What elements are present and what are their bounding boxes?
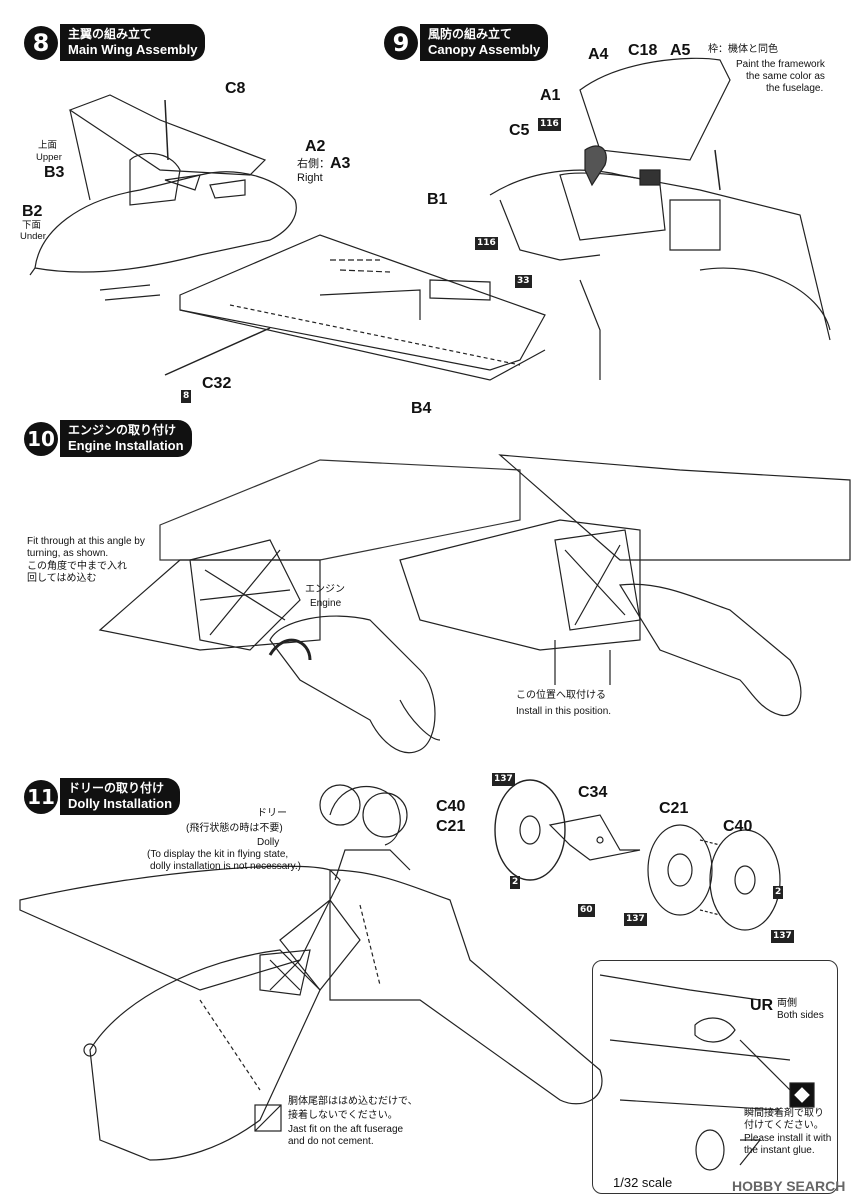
part-c40-right: C40	[723, 818, 753, 835]
step-8-number: 8	[24, 26, 58, 60]
dolly-note-jp: (飛行状態の時は不要)	[186, 823, 283, 834]
instant-glue-drawing	[789, 1082, 815, 1108]
both-sides-jp: 両側	[777, 998, 797, 1009]
paint-code-33: 33	[515, 275, 532, 288]
upper-label-en: Upper	[36, 152, 62, 163]
part-a4: A4	[588, 46, 609, 63]
paint-code-137-c: 137	[771, 930, 794, 943]
step9-canopy-drawing	[489, 57, 831, 380]
aft-note-jp-2: 接着しないでください。	[288, 1110, 398, 1121]
part-b3: B3	[44, 164, 65, 181]
engine-label-en: Engine	[310, 598, 342, 609]
step10-engine-left-drawing	[98, 459, 521, 754]
part-c18: C18	[628, 42, 658, 59]
paint-code-116-a: 116	[538, 118, 561, 131]
paint-code-8: 8	[181, 390, 192, 403]
paint-code-2-a: 2	[510, 876, 521, 889]
dolly-note-en-1: (To display the kit in flying state,	[147, 849, 289, 860]
part-c32: C32	[202, 375, 232, 392]
fit-note-en-2: turning, as shown.	[27, 548, 109, 559]
dolly-note-en-2: dolly installation is not necessary.)	[150, 861, 301, 872]
under-label-jp: 下面	[22, 220, 42, 231]
step-9-title: 風防の組み立て Canopy Assembly	[420, 24, 549, 61]
part-a5: A5	[670, 42, 691, 59]
part-c8: C8	[225, 80, 246, 97]
right-side-label-en: Right	[297, 172, 323, 184]
part-b4: B4	[411, 400, 432, 417]
inset-drawing	[599, 974, 791, 1171]
part-c40-left: C40	[436, 798, 466, 815]
aft-note-en-1: Jast fit on the aft fuserage	[288, 1124, 404, 1135]
fit-note-jp-1: この角度で中まで入れ	[27, 561, 127, 572]
paint-code-2-b: 2	[773, 886, 784, 899]
step-10-title: エンジンの取り付け Engine Installation	[60, 420, 192, 457]
dolly-label-jp: ドリー	[257, 808, 287, 819]
part-b1: B1	[427, 191, 448, 208]
step-11-title: ドリーの取り付け Dolly Installation	[60, 778, 181, 815]
part-a3: A3	[330, 155, 351, 172]
part-c21-left: C21	[436, 818, 466, 835]
part-b2: B2	[22, 203, 43, 220]
paint-code-137-a: 137	[492, 773, 515, 786]
framework-note-en-3: the fuselage.	[766, 83, 824, 94]
step11-aircraft-drawing	[19, 784, 603, 1161]
no-cement-drawing	[254, 1104, 282, 1132]
part-a2: A2	[305, 138, 326, 155]
paint-code-137-b: 137	[624, 913, 647, 926]
aft-note-en-2: and do not cement.	[288, 1136, 374, 1147]
glue-note-jp-2: 付けてください。	[744, 1120, 824, 1131]
paint-code-116-b: 116	[475, 237, 498, 250]
part-c5: C5	[509, 122, 530, 139]
part-c34: C34	[578, 784, 608, 801]
glue-note-jp-1: 瞬間接着剤で取り	[744, 1108, 824, 1119]
part-ur: UR	[750, 997, 774, 1014]
fit-note-jp-2: 回してはめ込む	[27, 573, 97, 584]
paint-code-60: 60	[578, 904, 595, 917]
framework-note-jp: 枠：機体と同色	[708, 44, 778, 55]
glue-note-en-1: Please install it with	[744, 1133, 832, 1144]
framework-note-en-2: the same color as	[746, 71, 825, 82]
upper-label-jp: 上面	[38, 140, 58, 151]
both-sides-en: Both sides	[777, 1010, 824, 1021]
engine-label-jp: エンジン	[305, 584, 345, 595]
step-10-number: 10	[24, 422, 58, 456]
part-c21-right: C21	[659, 800, 689, 817]
inset-panel	[592, 960, 838, 1194]
step11-dolly-parts-drawing	[494, 779, 781, 931]
watermark: HOBBY SEARCH	[732, 1178, 846, 1194]
dolly-label-en: Dolly	[257, 837, 280, 848]
step8-wing-drawing	[164, 234, 546, 381]
aft-note-jp-1: 胴体尾部ははめ込むだけで、	[288, 1096, 418, 1107]
step10-engine-right-drawing	[399, 454, 851, 717]
step-9-number: 9	[384, 26, 418, 60]
part-a1: A1	[540, 87, 561, 104]
step8-fuselage-drawing	[29, 94, 297, 301]
install-note-en: Install in this position.	[516, 706, 612, 717]
install-note-jp: この位置へ取付ける	[516, 690, 606, 701]
framework-note-en-1: Paint the framework	[736, 59, 825, 70]
step-11-number: 11	[24, 780, 58, 814]
under-label-en: Under	[20, 231, 46, 242]
step-8-title: 主翼の組み立て Main Wing Assembly	[60, 24, 206, 61]
right-side-label-jp: 右側：	[297, 158, 330, 170]
fit-note-en-1: Fit through at this angle by	[27, 536, 145, 547]
scale-label: 1/32 scale	[613, 1175, 673, 1190]
glue-note-en-2: the instant glue.	[744, 1145, 815, 1156]
